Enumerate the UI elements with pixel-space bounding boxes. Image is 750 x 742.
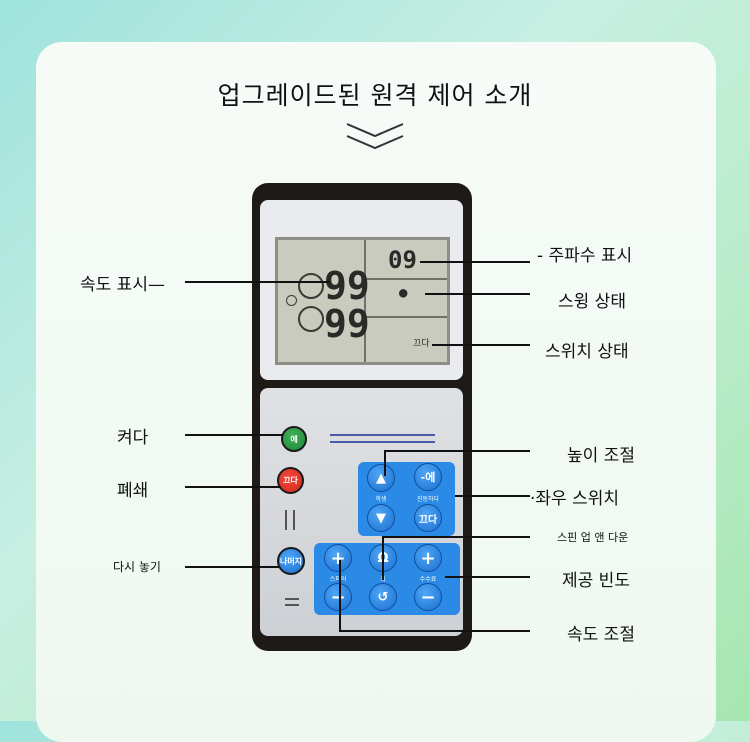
speed-bottom-readout: 99 [324,302,370,346]
page-title: 업그레이드된 원격 제어 소개 [217,81,533,110]
label-height-adjust: 높이 조절 [567,446,635,466]
ball-icon [286,295,297,306]
label-turn-on: 켜다 [117,428,149,448]
reset-button[interactable]: 나머지 [277,547,305,575]
height-down-button[interactable]: ▼ [367,504,395,532]
label-frequency: 제공 빈도 [562,571,630,591]
speed-plus-button[interactable]: + [324,544,352,572]
panel-label: 수수료 [419,576,437,583]
swing-off-button[interactable]: 끄다 [414,504,442,532]
height-up-button[interactable]: ▲ [367,464,395,492]
chevron-down-icon [346,123,404,150]
panel-label: 학생 [375,496,387,503]
label-lr-switch: ·좌우 스위치 [530,489,620,509]
power-off-button[interactable]: 끄다 [277,467,304,494]
label-reset: 다시 놓기 [113,560,161,574]
rotation-icon [298,273,324,299]
spin-down-button[interactable]: ↺ [369,583,397,611]
speed-top-readout: 99 [324,264,370,308]
rotation-icon [298,306,324,332]
label-switch-state: 스위치 상태 [545,342,629,362]
label-frequency-display: - 주파수 표시 [537,246,633,266]
panel-label: 진동하다 [416,496,440,503]
frequency-plus-button[interactable]: + [414,544,442,572]
panel-label: 스피어 [329,576,347,583]
label-swing-state: 스윙 상태 [558,292,626,312]
swing-on-button[interactable]: -에 [414,463,442,491]
label-spin: 스핀 업 앤 다운 [557,531,629,544]
frequency-readout: 09 [388,246,417,274]
lcd-screen: 99 99 09 ● 끄다 [275,237,450,365]
speed-minus-button[interactable]: − [324,583,352,611]
label-close: 폐쇄 [117,481,149,501]
label-speed-adjust: 속도 조절 [567,625,635,645]
switch-indicator: 끄다 [413,339,430,349]
label-speed-display: 속도 표시— [80,275,165,295]
power-on-button[interactable]: 에 [281,426,307,452]
frequency-minus-button[interactable]: − [414,583,442,611]
swing-indicator: ● [399,285,408,301]
